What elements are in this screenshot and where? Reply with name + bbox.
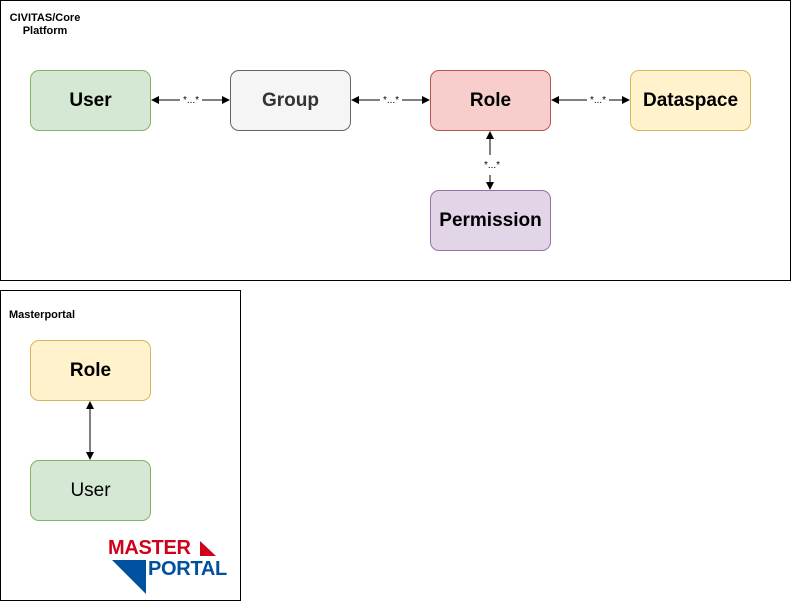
user-node[interactable]: User xyxy=(30,70,151,131)
dataspace-node[interactable]: Dataspace xyxy=(630,70,751,131)
permission-node[interactable]: Permission xyxy=(430,190,551,251)
mult-user-group: *...* xyxy=(183,95,199,106)
mult-group-role: *...* xyxy=(383,95,399,106)
logo-line1: MASTER xyxy=(108,537,191,559)
civitas-core-platform-frame xyxy=(0,0,791,281)
masterportal-role-node[interactable]: Role xyxy=(30,340,151,401)
platform-title: CIVITAS/Core Platform xyxy=(9,12,81,37)
logo-shapes xyxy=(112,541,216,594)
masterportal-user-node[interactable]: User xyxy=(30,460,151,521)
masterportal-frame-title: Masterportal xyxy=(9,309,76,321)
mult-role-dataspace: *...* xyxy=(590,95,606,106)
logo-line2: PORTAL xyxy=(148,558,227,580)
masterportal-logo: MASTER PORTAL xyxy=(108,538,233,596)
mult-role-permission: *...* xyxy=(484,160,500,171)
group-node[interactable]: Group xyxy=(230,70,351,131)
role-node[interactable]: Role xyxy=(430,70,551,131)
